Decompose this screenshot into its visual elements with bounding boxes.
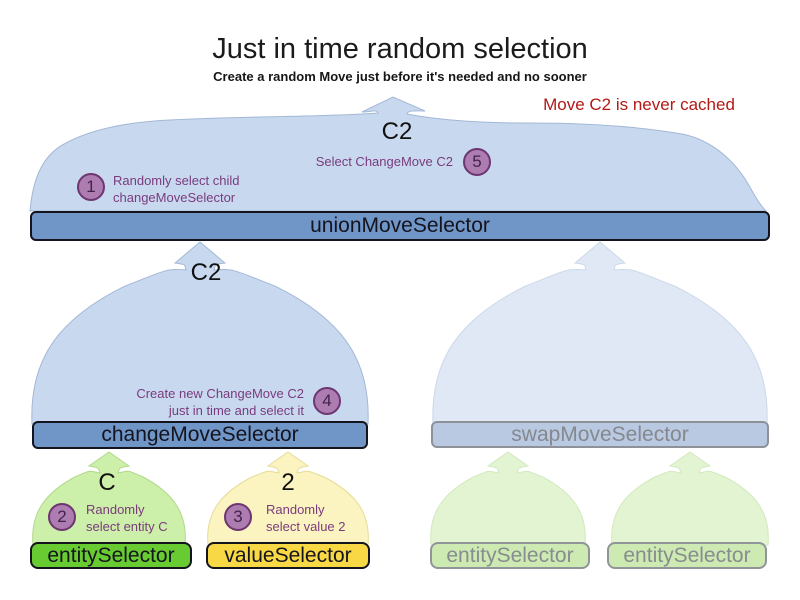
page-subtitle: Create a random Move just before it's ne… [213,69,587,84]
entity-selector-bar: entitySelector [30,542,192,569]
change-move-selector-bar: changeMoveSelector [32,421,368,449]
entity-selector-faded-bar-2: entitySelector [607,542,767,569]
step-4-badge: 4 [313,387,341,415]
entity-faded-mound-2-shape [611,451,769,546]
change-output-label: C2 [190,259,222,286]
step-3-note-line2: select value 2 [266,519,346,534]
union-move-selector-bar: unionMoveSelector [30,211,770,241]
step-4-note-line1: Create new ChangeMove C2 [136,386,304,401]
step-1-note: Randomly select child changeMoveSelector [113,172,239,206]
step-4-note: Create new ChangeMove C2 just in time an… [136,385,304,419]
step-3-badge: 3 [224,503,252,531]
union-output-mound-shape [29,96,768,212]
swap-mound-shape [432,241,768,425]
step-3-note-line1: Randomly [266,502,325,517]
step-5-note: Select ChangeMove C2 [316,153,453,170]
entity-faded-mound-1-shape [430,451,586,546]
step-2-note-line1: Randomly [86,502,145,517]
entity-output-label: C [98,469,116,496]
step-5-note-line1: Select ChangeMove C2 [315,154,453,169]
step-5-badge: 5 [463,148,491,176]
change-mound-shape [31,241,369,425]
union-output-label: C2 [381,118,413,145]
step-2-badge: 2 [48,503,76,531]
step-2-note: Randomly select entity C [86,501,168,535]
value-selector-bar: valueSelector [206,542,370,569]
warning-note: Move C2 is never cached [543,95,735,114]
step-3-note: Randomly select value 2 [266,501,346,535]
swap-move-selector-bar: swapMoveSelector [431,421,769,448]
entity-selector-faded-bar-1: entitySelector [430,542,590,569]
step-2-note-line2: select entity C [86,519,168,534]
step-1-badge: 1 [77,173,105,201]
step-1-note-line1: Randomly select child [113,173,240,188]
value-output-label: 2 [281,469,295,496]
step-1-note-line2: changeMoveSelector [113,190,236,205]
page-title: Just in time random selection [212,33,588,65]
step-4-note-line2: just in time and select it [168,403,304,418]
